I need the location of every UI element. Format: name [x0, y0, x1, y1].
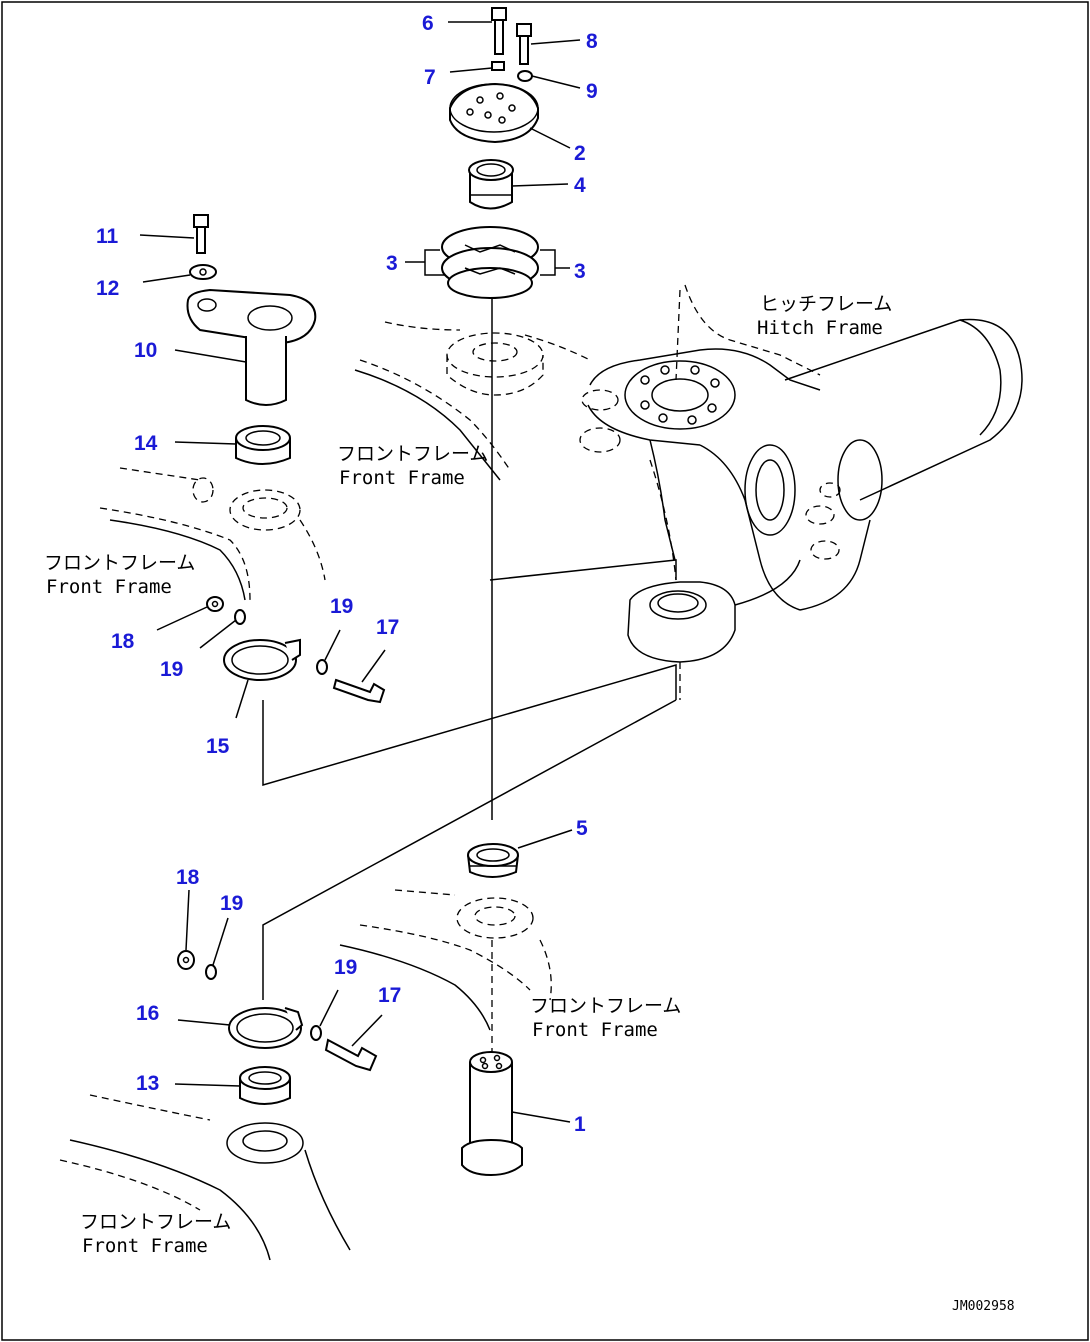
- front-frame-left: [99, 467, 326, 601]
- part-18-nut-lower: [177, 889, 195, 970]
- front-frame-bottom: [59, 1094, 351, 1261]
- callout-17-lower: 17: [378, 984, 401, 1007]
- callout-labels: 6 8 7 9 2 4 3 3 11 12 10 14 19 17 18 19 …: [96, 12, 598, 1136]
- callout-1: 1: [574, 1113, 586, 1136]
- part-19-washer-upper-right: [316, 629, 341, 675]
- part-6-bolt: [448, 7, 507, 55]
- front-frame-label-en-4: Front Frame: [82, 1235, 208, 1257]
- front-frame-label-en-1: Front Frame: [339, 467, 465, 489]
- callout-4: 4: [574, 174, 586, 197]
- callout-13: 13: [136, 1072, 159, 1095]
- callout-2: 2: [574, 142, 586, 165]
- part-11-bolt: [139, 214, 209, 254]
- callout-17-upper: 17: [376, 616, 399, 639]
- front-frame-label-jp-4: フロントフレーム: [80, 1211, 231, 1233]
- part-8-bolt: [516, 23, 581, 65]
- part-7-washer: [449, 61, 505, 73]
- callout-19-lower-right: 19: [334, 956, 357, 979]
- part-2-plate: [449, 82, 571, 149]
- hitch-frame-label-en: Hitch Frame: [757, 317, 883, 339]
- part-18-nut-upper: [156, 596, 224, 631]
- part-13-bushing: [174, 1066, 291, 1105]
- callout-11: 11: [96, 225, 119, 248]
- callout-9: 9: [586, 80, 598, 103]
- part-19-washer-lower-left: [205, 917, 229, 980]
- part-4-bushing: [468, 159, 569, 210]
- part-14-bushing: [174, 425, 291, 465]
- callout-6: 6: [422, 12, 434, 35]
- callout-12: 12: [96, 277, 119, 300]
- front-frame-label-jp-2: フロントフレーム: [44, 552, 195, 574]
- front-frame-lower: [339, 889, 552, 1031]
- part-17-bolt-upper: [332, 649, 386, 704]
- front-frame-label-en-3: Front Frame: [532, 1019, 658, 1041]
- callout-5: 5: [576, 817, 588, 840]
- callout-7: 7: [424, 66, 436, 89]
- hitch-frame-label-jp: ヒッチフレーム: [760, 293, 892, 315]
- part-16-retainer: [177, 1007, 304, 1049]
- part-12-washer: [142, 264, 217, 283]
- part-19-washer-upper-left: [199, 609, 246, 649]
- callout-19-upper-left: 19: [160, 658, 183, 681]
- part-10-pin: [174, 288, 317, 406]
- frame-labels: ヒッチフレーム Hitch Frame フロントフレーム Front Frame…: [44, 293, 1015, 1314]
- callout-10: 10: [134, 339, 157, 362]
- front-frame-label-en-2: Front Frame: [46, 576, 172, 598]
- part-5-seal: [467, 829, 573, 878]
- callout-19-upper-right: 19: [330, 595, 353, 618]
- callout-3-left: 3: [386, 252, 398, 275]
- callout-8: 8: [586, 30, 598, 53]
- part-9-washer: [517, 70, 581, 89]
- callout-14: 14: [134, 432, 158, 455]
- part-3-shims: [405, 226, 570, 299]
- callout-18-upper: 18: [111, 630, 135, 653]
- part-17-bolt-lower: [324, 1014, 383, 1072]
- front-frame-label-jp-3: フロントフレーム: [530, 995, 681, 1017]
- callout-19-lower-left: 19: [220, 892, 243, 915]
- hitch-frame: [579, 284, 1023, 700]
- part-1-pin: [461, 1051, 571, 1177]
- part-15-retainer: [223, 638, 301, 719]
- callout-3-right: 3: [574, 260, 586, 283]
- front-frame-upper: [354, 321, 591, 481]
- callout-15: 15: [206, 735, 230, 758]
- callout-18-lower: 18: [176, 866, 200, 889]
- callout-16: 16: [136, 1002, 159, 1025]
- assembly-lines: [262, 295, 677, 1060]
- part-19-washer-lower-right: [310, 989, 339, 1041]
- drawing-id: JM002958: [952, 1299, 1015, 1314]
- front-frame-label-jp-1: フロントフレーム: [337, 443, 488, 465]
